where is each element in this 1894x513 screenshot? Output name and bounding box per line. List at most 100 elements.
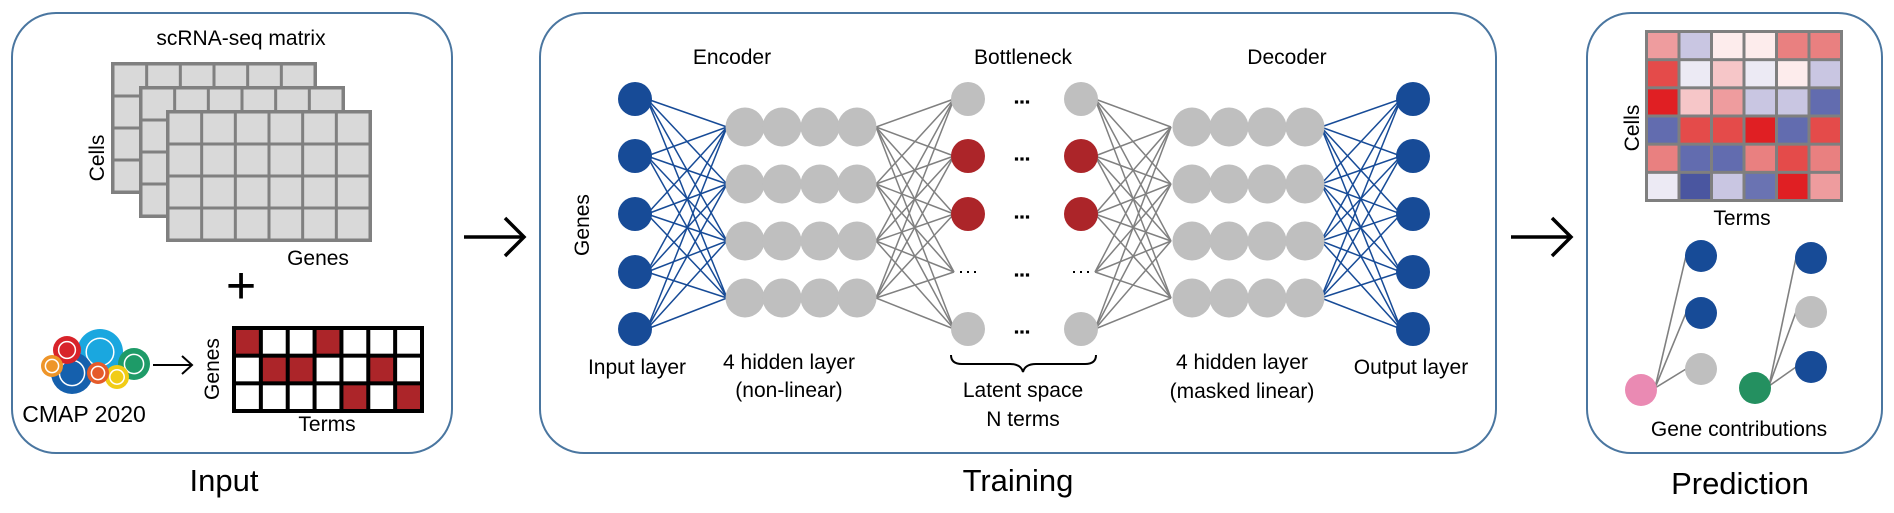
encoder-hidden-node <box>762 107 802 147</box>
bottleneck-left-node-gray <box>951 82 985 116</box>
matrix-cell <box>304 145 335 175</box>
bottleneck-out-edge <box>1094 297 1172 330</box>
gene-contributions-graph <box>1625 240 1827 406</box>
contribution-group <box>1739 242 1827 404</box>
cmap-logo-ring <box>123 353 145 375</box>
encoder-edge <box>646 126 728 330</box>
matrix-cell <box>169 145 201 175</box>
mask-cell-on <box>236 330 259 354</box>
contribution-edge <box>1654 312 1687 389</box>
bottleneck-middle-ellipsis-dot <box>1020 100 1024 104</box>
contribution-edge <box>1654 368 1687 389</box>
heatmap-frame <box>1645 30 1843 202</box>
bottleneck-ellipsis-dot <box>967 271 969 273</box>
matrix-cell <box>270 209 302 239</box>
cmap-logo-icon <box>41 329 150 394</box>
matrix-cell <box>337 145 369 175</box>
heatmap-cell <box>1713 173 1743 199</box>
heatmap-cell <box>1680 145 1710 171</box>
bottleneck-middle-ellipsis-dot <box>1020 273 1024 277</box>
decoder-hidden-node <box>1209 107 1249 147</box>
heatmap-cell <box>1713 117 1743 143</box>
arrow-cmap-to-mask <box>153 355 194 375</box>
encoder-edge <box>646 240 728 330</box>
cmap-logo-ring <box>90 365 106 381</box>
bottleneck-right-node-red <box>1064 139 1098 173</box>
matrix-layer <box>166 110 372 242</box>
mask-cell-on <box>397 385 420 409</box>
mask-cell-off <box>316 385 340 409</box>
bottleneck-in-edge <box>875 155 955 299</box>
gene-node-blue <box>1795 351 1827 383</box>
gene-node-gray <box>1795 296 1827 328</box>
heatmap-cell <box>1745 117 1775 143</box>
output-node <box>1396 312 1430 346</box>
encoder-hidden-node <box>725 164 765 204</box>
genes-axis-label: Genes <box>571 194 594 256</box>
bottleneck-middle-ellipsis-dot <box>1014 100 1019 104</box>
mask-cell-on <box>370 357 394 382</box>
bottleneck-in-edge <box>875 213 955 299</box>
matrix-cell <box>304 177 335 207</box>
heatmap-cell <box>1778 173 1808 199</box>
heatmap-cell <box>1648 173 1678 199</box>
mask-cell-off <box>397 357 420 382</box>
heatmap-cell <box>1713 89 1743 115</box>
heatmap-cell <box>1810 89 1840 115</box>
heatmap-cell <box>1648 117 1678 143</box>
heatmap-terms-label: Terms <box>1713 207 1770 230</box>
prediction-title: Prediction <box>1671 466 1809 501</box>
input-node <box>618 197 652 231</box>
bottleneck-ellipsis-dot <box>960 271 962 273</box>
cmap-logo-circle <box>87 362 109 384</box>
matrix-cell <box>203 209 234 239</box>
encoder-edge <box>646 126 728 215</box>
heatmap-cell <box>1745 61 1775 87</box>
bottleneck-middle-ellipsis-dot <box>1014 273 1019 277</box>
input-node <box>618 82 652 116</box>
bottleneck-out-edge <box>1094 126 1172 273</box>
heatmap-cell <box>1648 145 1678 171</box>
contribution-edge <box>1768 366 1797 387</box>
heatmap-cell <box>1680 173 1710 199</box>
bottleneck-right-node-gray <box>1064 82 1098 116</box>
decoder-label: Decoder <box>1247 46 1326 69</box>
matrix-cell <box>304 113 335 143</box>
encoder-hidden-node <box>837 221 877 261</box>
heatmap-cell <box>1713 33 1743 59</box>
contribution-edge <box>1768 311 1797 387</box>
heatmap-cell <box>1778 33 1808 59</box>
matrix-cell <box>236 209 268 239</box>
mask-cell-off <box>262 330 286 354</box>
output-node <box>1396 197 1430 231</box>
heatmap-cell <box>1745 145 1775 171</box>
encoder-edge <box>646 126 728 273</box>
mask-terms-label: Terms <box>298 413 355 436</box>
matrix-cell <box>304 209 335 239</box>
bottleneck-middle-ellipsis-dot <box>1025 100 1030 104</box>
matrix-cell <box>236 113 268 143</box>
cmap-logo-ring <box>44 358 60 374</box>
heatmap-cell <box>1648 89 1678 115</box>
matrix-frame <box>166 110 372 242</box>
gene-node-blue <box>1685 240 1717 272</box>
decoder-hidden-node <box>1209 164 1249 204</box>
mask-cell-off <box>262 385 286 409</box>
output-layer-label: Output layer <box>1354 356 1468 379</box>
matrix-cell <box>169 209 201 239</box>
mask-cell-off <box>370 330 394 354</box>
bottleneck-in-edge <box>875 98 955 128</box>
decoder-edge <box>1320 98 1402 299</box>
matrix-cell <box>270 145 302 175</box>
heatmap-cell <box>1745 89 1775 115</box>
heatmap-cell <box>1778 89 1808 115</box>
heatmap-cell <box>1713 145 1743 171</box>
prediction-heatmap <box>1645 30 1843 202</box>
mask-cell-off <box>343 330 367 354</box>
decoder-hidden-node <box>1172 221 1212 261</box>
input-node <box>618 139 652 173</box>
bottleneck-ellipsis-dot <box>1087 271 1089 273</box>
bottleneck-middle-ellipsis-dot <box>1025 157 1030 161</box>
bottleneck-in-edge <box>875 98 955 185</box>
decoder-hidden-node <box>1285 164 1325 204</box>
